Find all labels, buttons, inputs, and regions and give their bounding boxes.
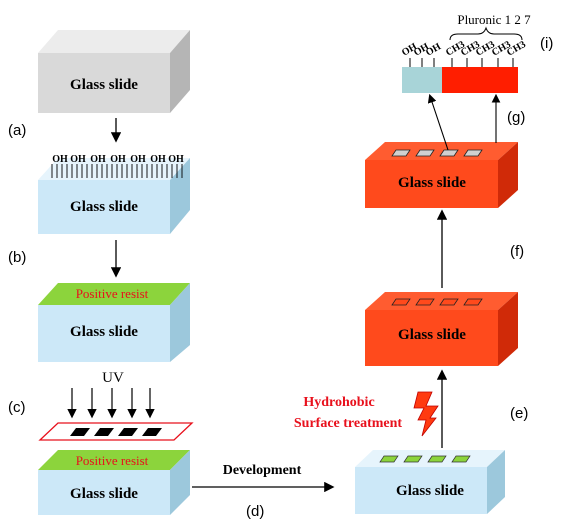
glass-slide-with-resist: Positive resist Glass slide [38,283,190,362]
step-label-a: (a) [8,122,26,139]
slide-label-1: Glass slide [70,77,138,93]
hydrophobic-label-line2: Surface treatment [294,416,403,431]
development-label: Development [223,463,302,478]
glass-slide-developed: Glass slide [355,450,505,514]
pluronic-label: Pluronic 1 2 7 [457,12,531,27]
step-label-g: (g) [507,109,525,126]
slide-label-4: Glass slide [70,486,138,502]
oh-group-label: OH [70,154,86,165]
resist-label-2: Positive resist [76,453,149,468]
step-label-e: (e) [510,405,528,422]
arrow-zoom-left [427,93,449,151]
glass-slide-exposed: Positive resist Glass slide [38,450,190,515]
step-label-f: (f) [510,243,524,260]
uv-label: UV [102,370,124,386]
resist-label-1: Positive resist [76,286,149,301]
photomask [38,422,194,441]
glass-slide-plain: Glass slide [38,30,190,113]
glass-slide-final: Glass slide [365,142,518,208]
oh-group-label: OH [168,154,184,165]
pluronic-brace [449,26,523,41]
uv-arrows [67,388,155,419]
slide-label-3: Glass slide [70,324,138,340]
slide-label-6: Glass slide [398,327,466,343]
step-label-d: (d) [246,503,264,520]
glass-slide-hydroxylated: Glass slide [38,158,190,234]
glass-slide-hydrophobic: Glass slide [365,292,518,366]
oh-group-label: OH [90,154,106,165]
oh-group-label: OH [150,154,166,165]
oh-group-label: OH [52,154,68,165]
step-label-b: (b) [8,249,26,266]
slide-label-5: Glass slide [396,483,464,499]
slide-label-7: Glass slide [398,175,466,191]
surface-chemistry-inset [402,58,518,93]
step-label-i: (i) [540,35,553,52]
step-label-c: (c) [8,399,26,416]
oh-group-label: OH [110,154,126,165]
lightning-icon [413,391,439,437]
hydrophobic-label-line1: Hydrohobic [303,395,374,410]
oh-group-label: OH [130,154,146,165]
slide-label-2: Glass slide [70,199,138,215]
